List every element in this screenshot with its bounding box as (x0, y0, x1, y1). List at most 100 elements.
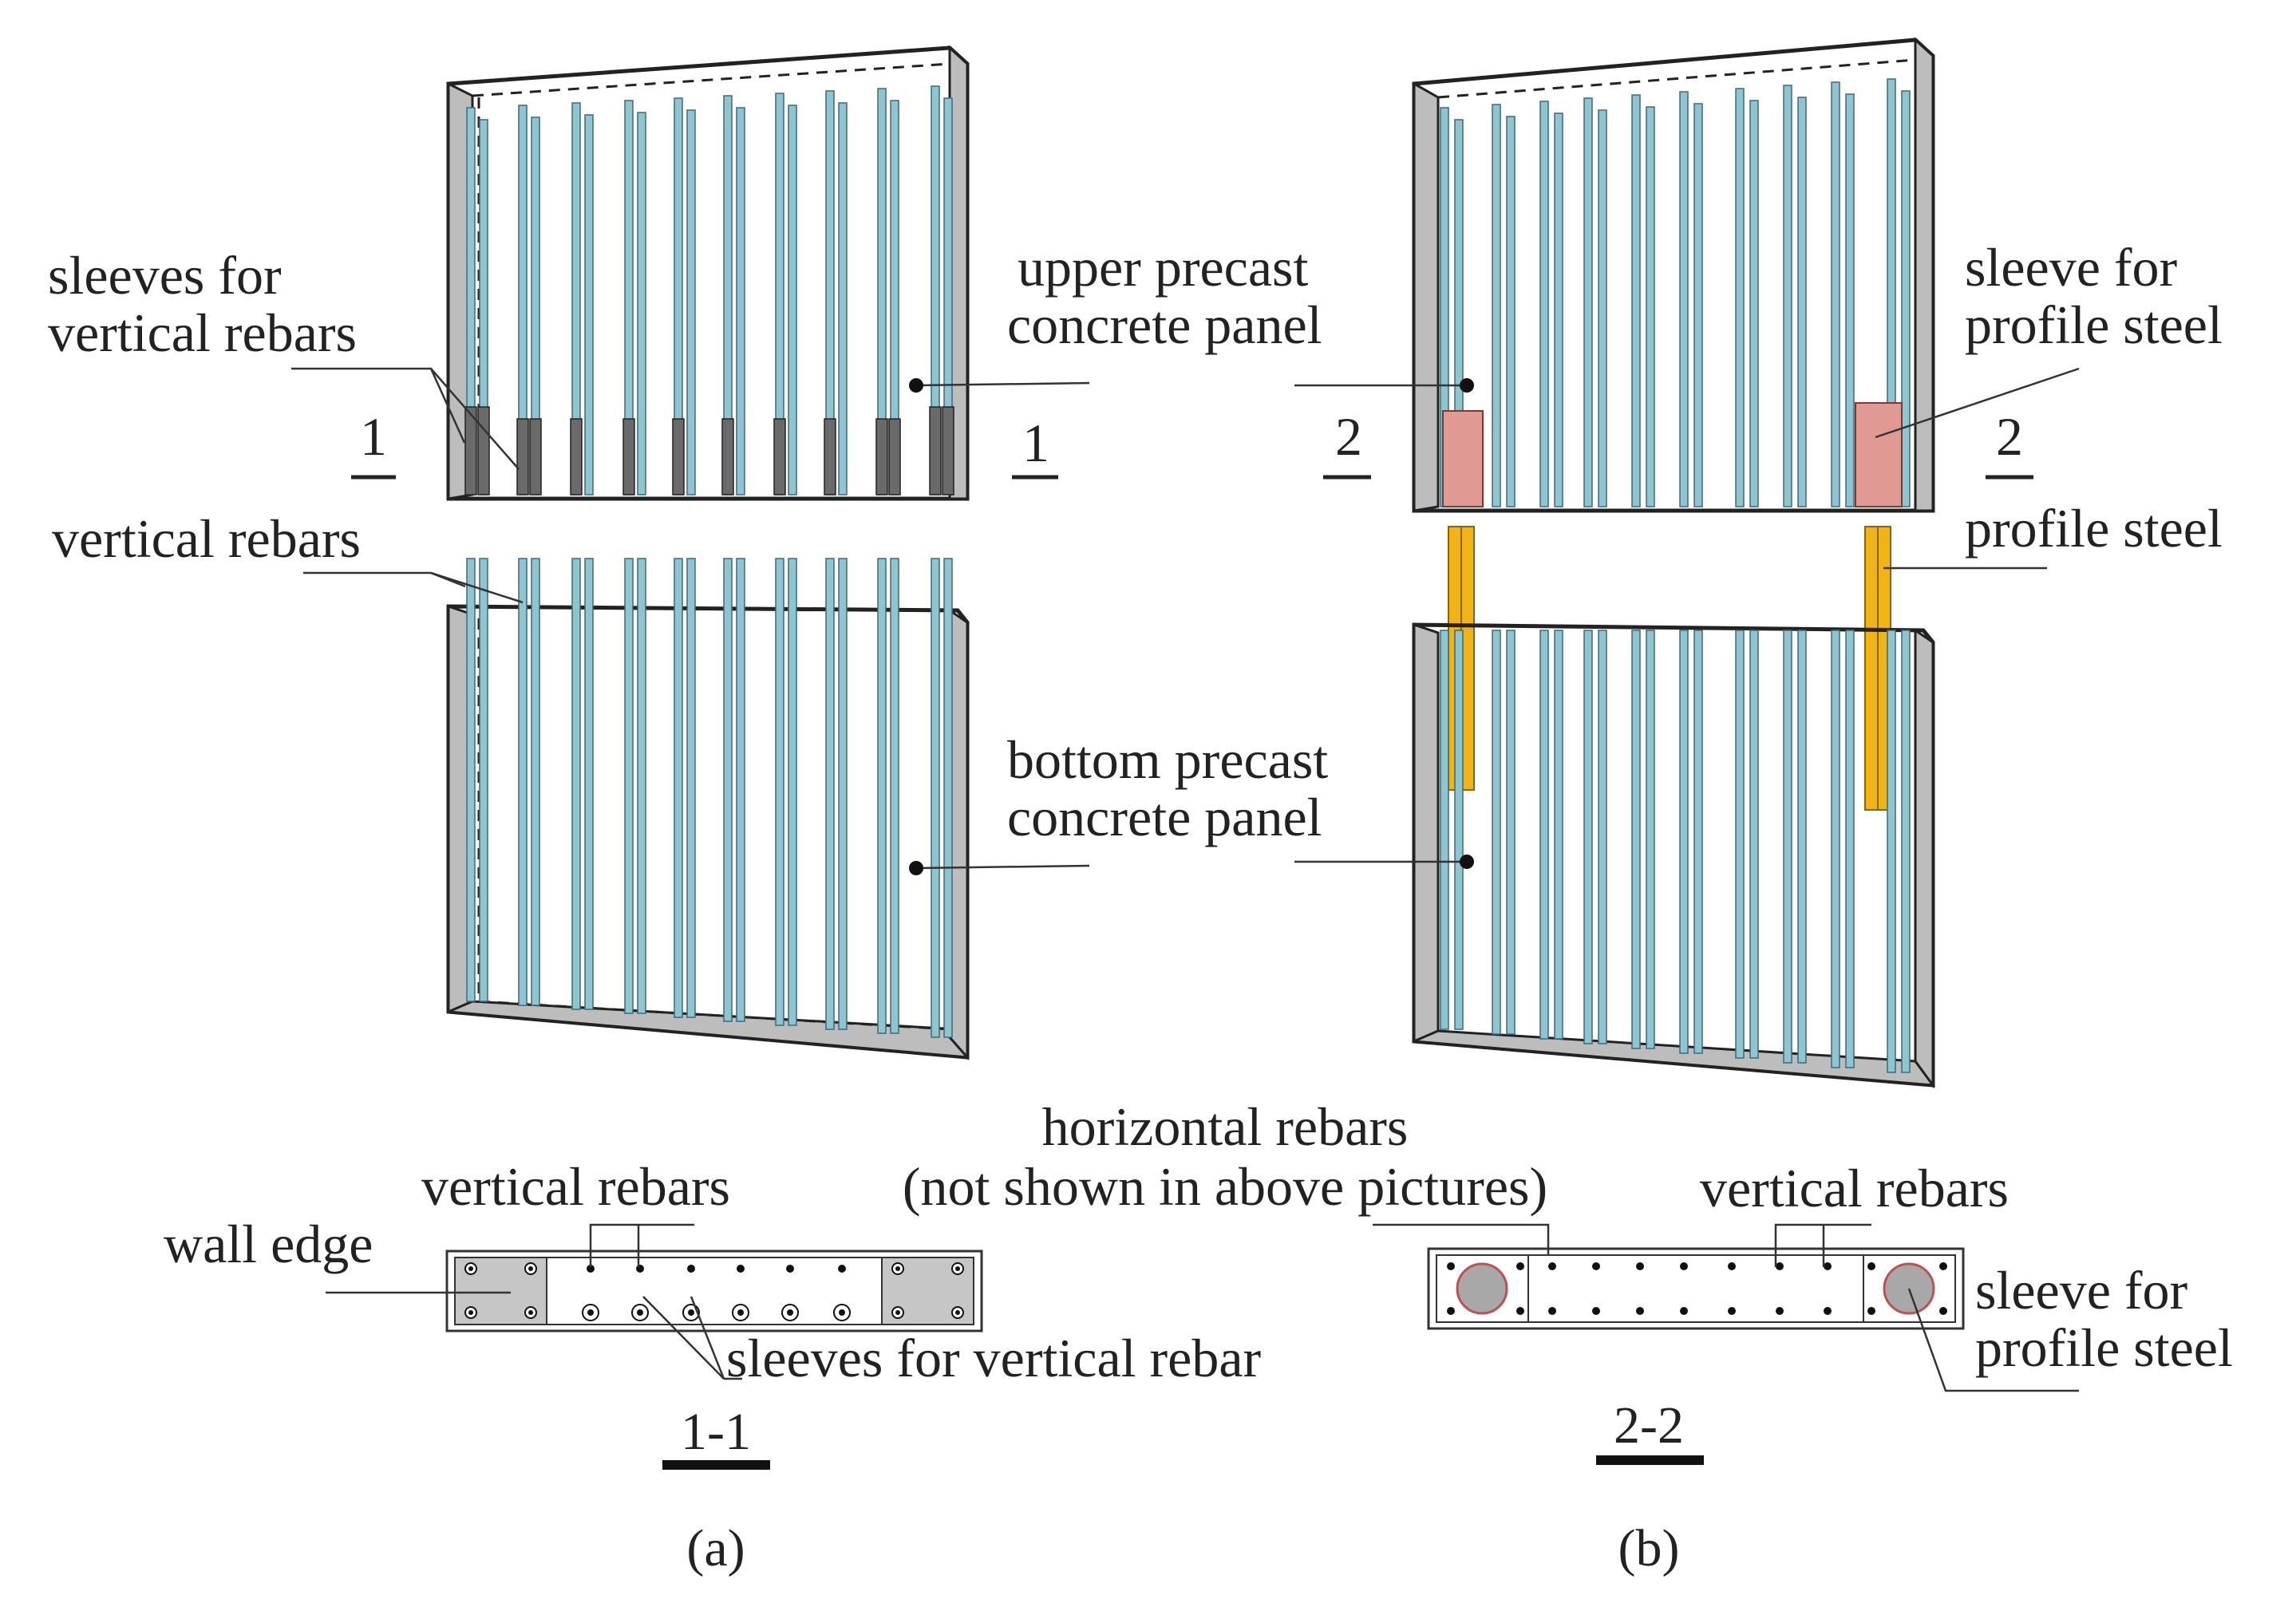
rebar (1554, 113, 1563, 507)
section-2-2-edge-left (1436, 1254, 1529, 1323)
panel-b-bottom-right-edge (1914, 628, 1934, 1089)
rebar (1506, 116, 1516, 507)
rebar (1845, 93, 1855, 507)
section-rebar (1728, 1262, 1736, 1270)
section-sleeve-core (737, 1309, 744, 1316)
rebar (1845, 630, 1855, 1068)
leader-dot-bottom-panel-a (909, 861, 923, 875)
panel-a-upper-sleeves (464, 406, 954, 495)
rebar-sleeve (929, 406, 942, 495)
rebar (1735, 630, 1745, 1059)
rebar (466, 558, 476, 1002)
label-bottom-precast-panel: bottom precast (1007, 729, 1328, 790)
section-rebar (1516, 1262, 1524, 1270)
label-vertical-rebars-sec-b: vertical rebars (1700, 1158, 2009, 1218)
rebar (1492, 630, 1501, 1035)
section-rebar (737, 1265, 745, 1273)
rebar (1783, 85, 1792, 507)
rebar (1797, 630, 1807, 1064)
rebar (736, 558, 745, 1022)
section-rebar (1592, 1307, 1600, 1315)
section-rebar (1680, 1262, 1688, 1270)
rebar (1492, 104, 1501, 507)
section-mark-a-right: 1 (1022, 413, 1049, 473)
label-sleeve-profile-steel: sleeve for (1965, 237, 2178, 298)
section-rebar (1548, 1307, 1556, 1315)
rebar (1598, 109, 1607, 507)
section-rebar-core (528, 1266, 533, 1271)
section-rebar (1776, 1307, 1784, 1315)
rebar (1901, 630, 1911, 1073)
rebar (1506, 630, 1516, 1035)
panel-b-upper-rebars (1440, 78, 1911, 507)
rebar-sleeve (529, 418, 542, 495)
rebar-sleeve (942, 406, 954, 495)
section-sleeve-core (688, 1309, 694, 1316)
bottom-precast-panel-b (1412, 622, 1936, 1089)
leader-vertical-rebars-a (303, 571, 466, 588)
rebar (1440, 630, 1449, 1030)
rebar (674, 558, 683, 1018)
label-sleeves-sec-a: sleeves for vertical rebar (726, 1328, 1262, 1388)
rebar (838, 102, 848, 495)
caption-b: (b) (1618, 1519, 1680, 1577)
rebar (1646, 106, 1655, 507)
rebar (1583, 630, 1593, 1044)
rebar (624, 558, 634, 1014)
section-rebar (1824, 1307, 1832, 1315)
section-rebar (1592, 1262, 1600, 1270)
rebar (1693, 630, 1703, 1054)
upper-precast-panel-a (446, 45, 970, 501)
section-rebar-core (955, 1266, 960, 1271)
leader-sleeve-sec-b (1907, 1288, 2079, 1392)
rebar (943, 558, 953, 1038)
rebar (775, 558, 784, 1026)
rebar (637, 112, 646, 495)
rebar (1583, 97, 1593, 507)
leader-sleeves-sec-a-2 (690, 1296, 725, 1380)
rebar-sleeve (570, 418, 583, 495)
section-rebar (1867, 1307, 1875, 1315)
leader-horizontal-rebars (1373, 1223, 1550, 1255)
section-rebar (1548, 1262, 1556, 1270)
section-2-2-outline (1427, 1247, 1965, 1330)
rebar-sleeve (888, 418, 901, 495)
rebar (686, 558, 696, 1018)
rebar (931, 558, 940, 1038)
caption-a: (a) (686, 1519, 745, 1577)
rebar (1646, 630, 1655, 1049)
rebar-sleeve (721, 418, 734, 495)
panel-b-bottom-base-edge (1413, 1029, 1936, 1087)
rebar-sleeve (477, 406, 490, 495)
section-1-1-rebars (464, 1262, 964, 1321)
section-sleeve-core (587, 1309, 594, 1316)
section-rebar-core (468, 1266, 473, 1271)
rebar (1783, 630, 1792, 1064)
section-sleeve-core (839, 1309, 845, 1316)
section-rebar (1728, 1307, 1736, 1315)
rebar (1631, 94, 1641, 507)
rebar (736, 107, 745, 495)
section-rebar (1824, 1262, 1832, 1270)
rebar (1454, 630, 1464, 1030)
section-2-2-rebars (1447, 1262, 1947, 1315)
rebar (1831, 81, 1840, 507)
rebar (1554, 630, 1563, 1040)
section-rebar (587, 1265, 595, 1273)
rebar (1693, 103, 1703, 507)
rebar (723, 558, 733, 1022)
label-sleeve-sec-b: sleeve for (1975, 1260, 2188, 1321)
rebar (1887, 630, 1896, 1073)
section-rebar (1939, 1307, 1947, 1315)
label-upper-precast-panel: upper precast (1018, 237, 1308, 298)
rebar-sleeve (824, 418, 836, 495)
label-profile-steel: profile steel (1965, 498, 2223, 559)
leader-dot-bottom-panel-b (1460, 855, 1474, 869)
leader-bottom-panel-a (915, 864, 1090, 870)
rebar-sleeve (516, 418, 529, 495)
rebar (686, 109, 696, 495)
label-sleeves-vertical-rebars: sleeves for (48, 245, 282, 306)
rebar-sleeve (622, 418, 635, 495)
leader-upper-panel-a (915, 381, 1090, 387)
